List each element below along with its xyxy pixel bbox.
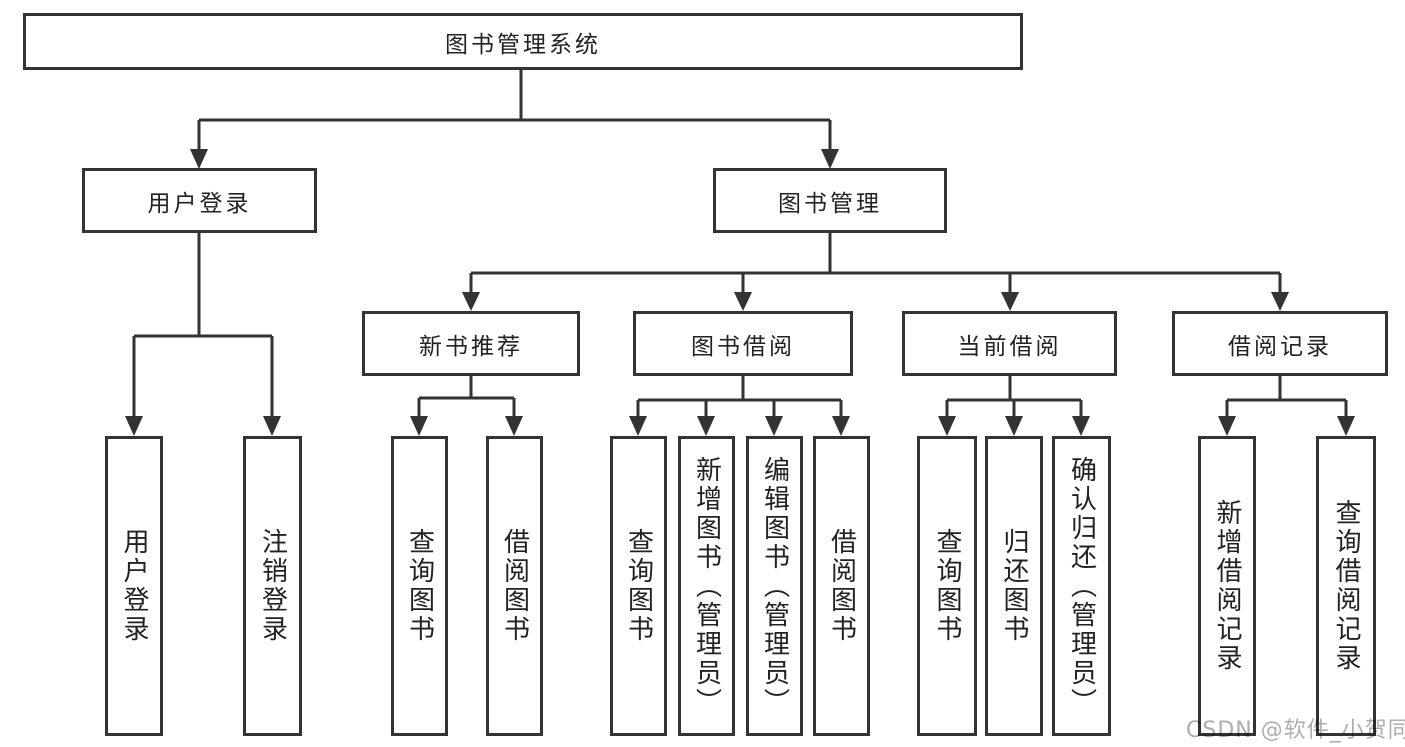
connector-current-borrow-branch [945,376,1083,417]
leaf-add-borrow-record: 新增借阅记录 [1198,436,1256,736]
node-borrow-records-label: 借阅记录 [1228,333,1332,360]
connector-new-book-recommend-branch [417,376,516,417]
leaf-query-books-3-label: 查询图书 [932,528,962,644]
node-root-system: 图书管理系统 [23,13,1023,70]
leaf-logout-label: 注销登录 [257,528,288,644]
leaf-edit-book-admin-label: 编辑图书（管理员） [759,455,790,717]
leaf-borrow-books-2-label: 借阅图书 [826,528,857,644]
connector-book-borrow-branch [636,376,843,417]
node-root-label: 图书管理系统 [445,31,601,58]
node-borrow-records: 借阅记录 [1172,311,1388,376]
leaf-edit-book-admin: 编辑图书（管理员） [746,436,803,736]
connector-user-login-branch [132,233,274,417]
leaf-query-borrow-record: 查询借阅记录 [1316,436,1376,736]
node-book-management-label: 图书管理 [778,190,882,217]
arrowheads [125,149,1355,436]
leaf-return-book: 归还图书 [985,436,1043,736]
leaf-confirm-return-admin-label: 确认归还（管理员） [1066,455,1097,717]
connector-root-to-level2 [197,70,832,150]
leaf-borrow-books-2: 借阅图书 [813,436,870,736]
connector-book-management-branch [469,233,1282,293]
csdn-watermark: CSDN @软件_小贺同学 [1186,718,1405,743]
leaf-logout: 注销登录 [243,436,302,736]
node-user-login-label: 用户登录 [147,190,252,217]
leaf-add-book-admin-label: 新增图书（管理员） [691,455,722,717]
leaf-user-login-label: 用户登录 [119,528,149,644]
node-user-login: 用户登录 [82,168,317,233]
node-current-borrow-label: 当前借阅 [957,333,1062,360]
node-new-book-recommend-label: 新书推荐 [419,333,523,360]
leaf-query-books-1-label: 查询图书 [404,528,435,644]
leaf-user-login: 用户登录 [105,436,163,736]
node-book-borrow-label: 图书借阅 [691,333,795,360]
node-current-borrow: 当前借阅 [902,311,1117,376]
leaf-borrow-books-1-label: 借阅图书 [499,528,530,644]
node-new-book-recommend: 新书推荐 [362,311,580,376]
node-book-management: 图书管理 [713,168,947,233]
leaf-query-books-3: 查询图书 [917,436,977,736]
leaf-add-book-admin: 新增图书（管理员） [678,436,735,736]
node-book-borrow: 图书借阅 [633,311,853,376]
leaf-add-borrow-record-label: 新增借阅记录 [1212,499,1242,673]
leaf-query-books-2: 查询图书 [610,436,667,736]
leaf-query-books-1: 查询图书 [391,436,448,736]
leaf-borrow-books-1: 借阅图书 [486,436,543,736]
leaf-query-books-2-label: 查询图书 [623,528,654,644]
leaf-query-borrow-record-label: 查询借阅记录 [1331,499,1361,673]
leaf-confirm-return-admin: 确认归还（管理员） [1052,436,1111,736]
leaf-return-book-label: 归还图书 [999,528,1029,644]
connector-borrow-records-branch [1225,376,1348,417]
